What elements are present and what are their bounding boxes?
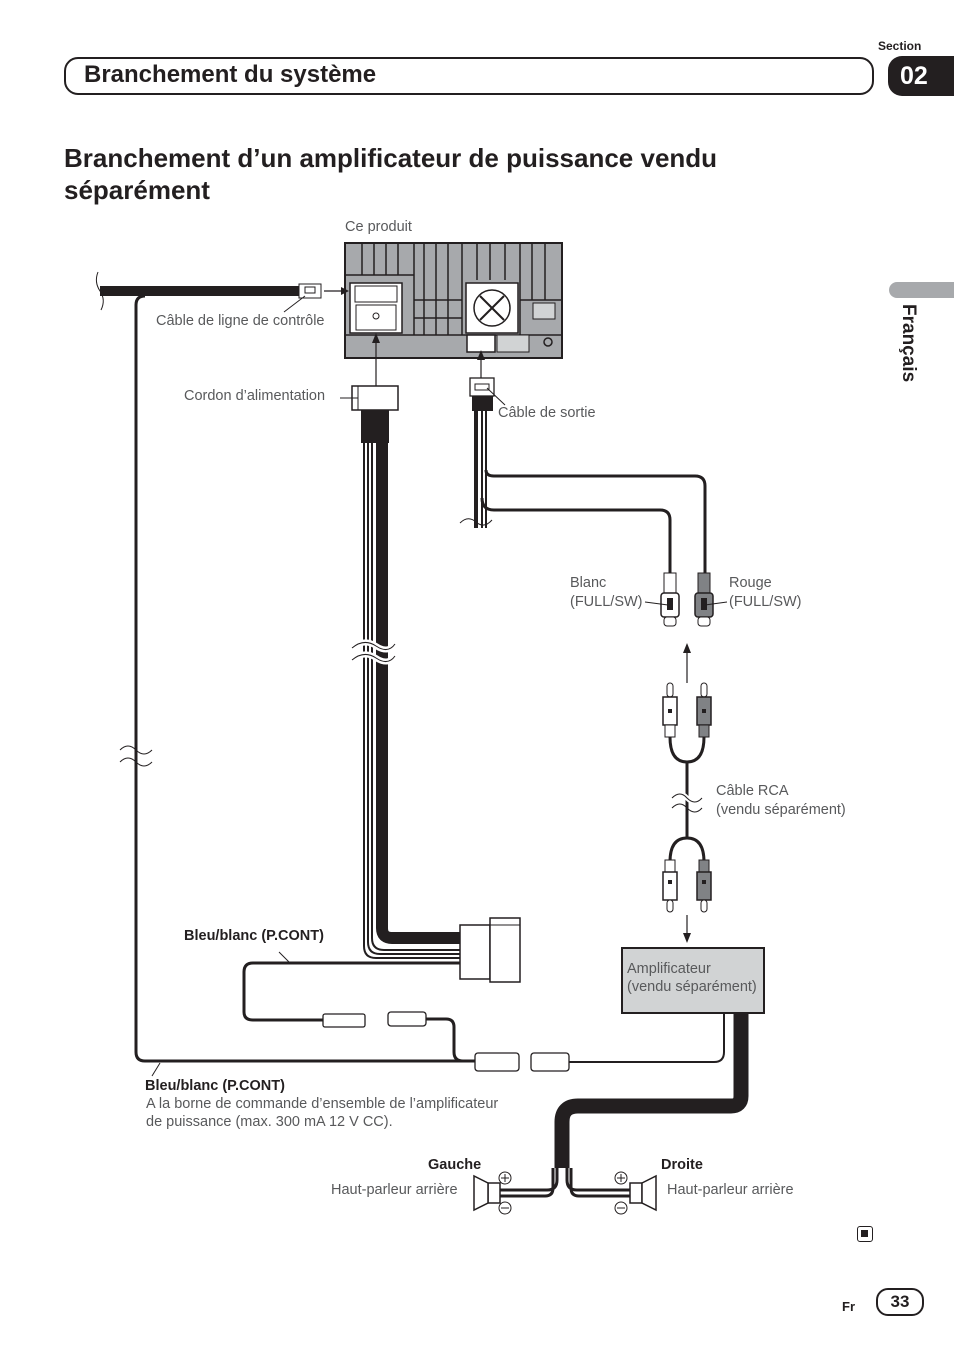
white-rca-jack bbox=[660, 572, 680, 627]
left-speaker-side: Gauche bbox=[428, 1157, 482, 1173]
page-title: Branchement d’un amplificateur de puissa… bbox=[64, 143, 718, 205]
language-label: Français bbox=[898, 304, 919, 383]
pcont-note-line2: de puissance (max. 300 mA 12 V CC). bbox=[146, 1114, 393, 1130]
left-speaker-icon bbox=[473, 1171, 512, 1215]
pcont-upper-label: Bleu/blanc (P.CONT) bbox=[184, 928, 324, 944]
white-plug-label: Blanc bbox=[570, 575, 607, 591]
power-cord-label: Cordon d’alimentation bbox=[184, 388, 326, 404]
rca-cable-sublabel: (vendu séparément) bbox=[716, 802, 846, 818]
power-harness bbox=[363, 443, 460, 959]
red-plug-sublabel: (FULL/SW) bbox=[729, 594, 802, 610]
end-of-section-icon bbox=[857, 1226, 873, 1242]
section-label: Section bbox=[878, 39, 922, 53]
pcont-lead-wire bbox=[134, 294, 475, 1063]
head-unit-rear-panel bbox=[344, 242, 563, 359]
footer-language-code: Fr bbox=[842, 1299, 855, 1314]
right-speaker-side: Droite bbox=[661, 1157, 703, 1173]
left-speaker-label: Haut-parleur arrière bbox=[331, 1182, 458, 1198]
section-number-badge: 02 bbox=[888, 56, 954, 96]
red-plug-label: Rouge bbox=[729, 575, 772, 591]
chapter-header-bar bbox=[64, 57, 874, 95]
rca-cable bbox=[662, 682, 712, 913]
page-number: 33 bbox=[876, 1288, 924, 1316]
language-tab bbox=[889, 282, 954, 298]
white-plug-sublabel: (FULL/SW) bbox=[570, 594, 643, 610]
output-cable-label: Câble de sortie bbox=[498, 405, 596, 421]
control-line-cable-label: Câble de ligne de contrôle bbox=[156, 313, 325, 329]
rca-cable-label: Câble RCA bbox=[716, 783, 789, 799]
chapter-title: Branchement du système bbox=[84, 61, 377, 88]
amplifier-label: Amplificateur bbox=[627, 961, 711, 977]
product-label: Ce produit bbox=[345, 219, 412, 235]
right-speaker-label: Haut-parleur arrière bbox=[667, 1182, 794, 1198]
red-rca-jack bbox=[694, 572, 714, 627]
pcont-lower-label: Bleu/blanc (P.CONT) bbox=[145, 1078, 285, 1094]
amplifier-box bbox=[621, 947, 765, 1014]
pcont-note-line1: A la borne de commande d’ensemble de l’a… bbox=[146, 1096, 499, 1112]
amplifier-sublabel: (vendu séparément) bbox=[627, 979, 757, 995]
right-speaker-icon bbox=[614, 1171, 657, 1215]
